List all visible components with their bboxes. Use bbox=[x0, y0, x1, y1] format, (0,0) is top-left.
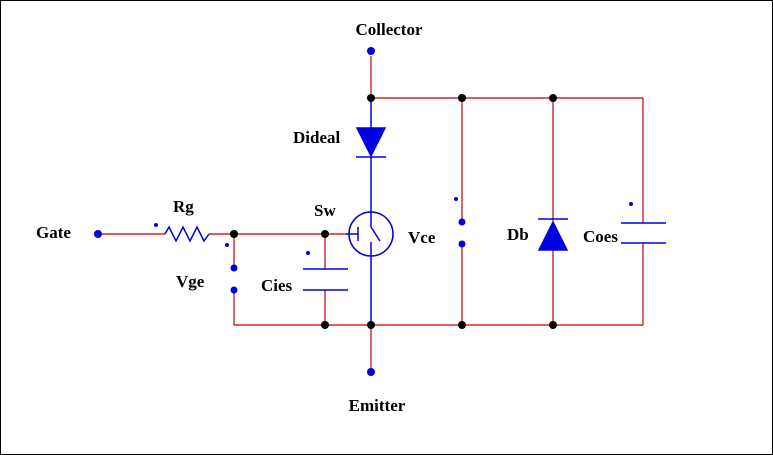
coes-label: Coes bbox=[583, 227, 618, 246]
db-diode bbox=[537, 218, 569, 251]
vge-probe bbox=[225, 243, 238, 294]
gate-terminal[interactable] bbox=[94, 230, 102, 238]
sw-label: Sw bbox=[314, 201, 336, 220]
dideal-diode bbox=[355, 98, 387, 211]
terminals bbox=[94, 47, 375, 376]
coes-capacitor bbox=[621, 202, 666, 244]
rg-label: Rg bbox=[173, 197, 194, 216]
sw-switch bbox=[346, 211, 394, 325]
rg-resistor bbox=[154, 223, 210, 243]
vge-label: Vge bbox=[176, 272, 205, 291]
emitter-label: Emitter bbox=[349, 396, 406, 415]
gate-label: Gate bbox=[36, 223, 71, 242]
vce-label: Vce bbox=[408, 228, 436, 247]
db-label: Db bbox=[507, 225, 529, 244]
emitter-terminal[interactable] bbox=[367, 368, 375, 376]
collector-terminal[interactable] bbox=[367, 47, 375, 55]
vce-probe bbox=[454, 197, 466, 248]
cies-label: Cies bbox=[261, 276, 293, 295]
dideal-label: Dideal bbox=[293, 128, 341, 147]
cies-capacitor bbox=[303, 251, 348, 291]
labels: Collector Emitter Gate Rg Vge Sw Cies Di… bbox=[36, 20, 618, 415]
collector-label: Collector bbox=[355, 20, 422, 39]
junction-nodes bbox=[230, 94, 557, 329]
